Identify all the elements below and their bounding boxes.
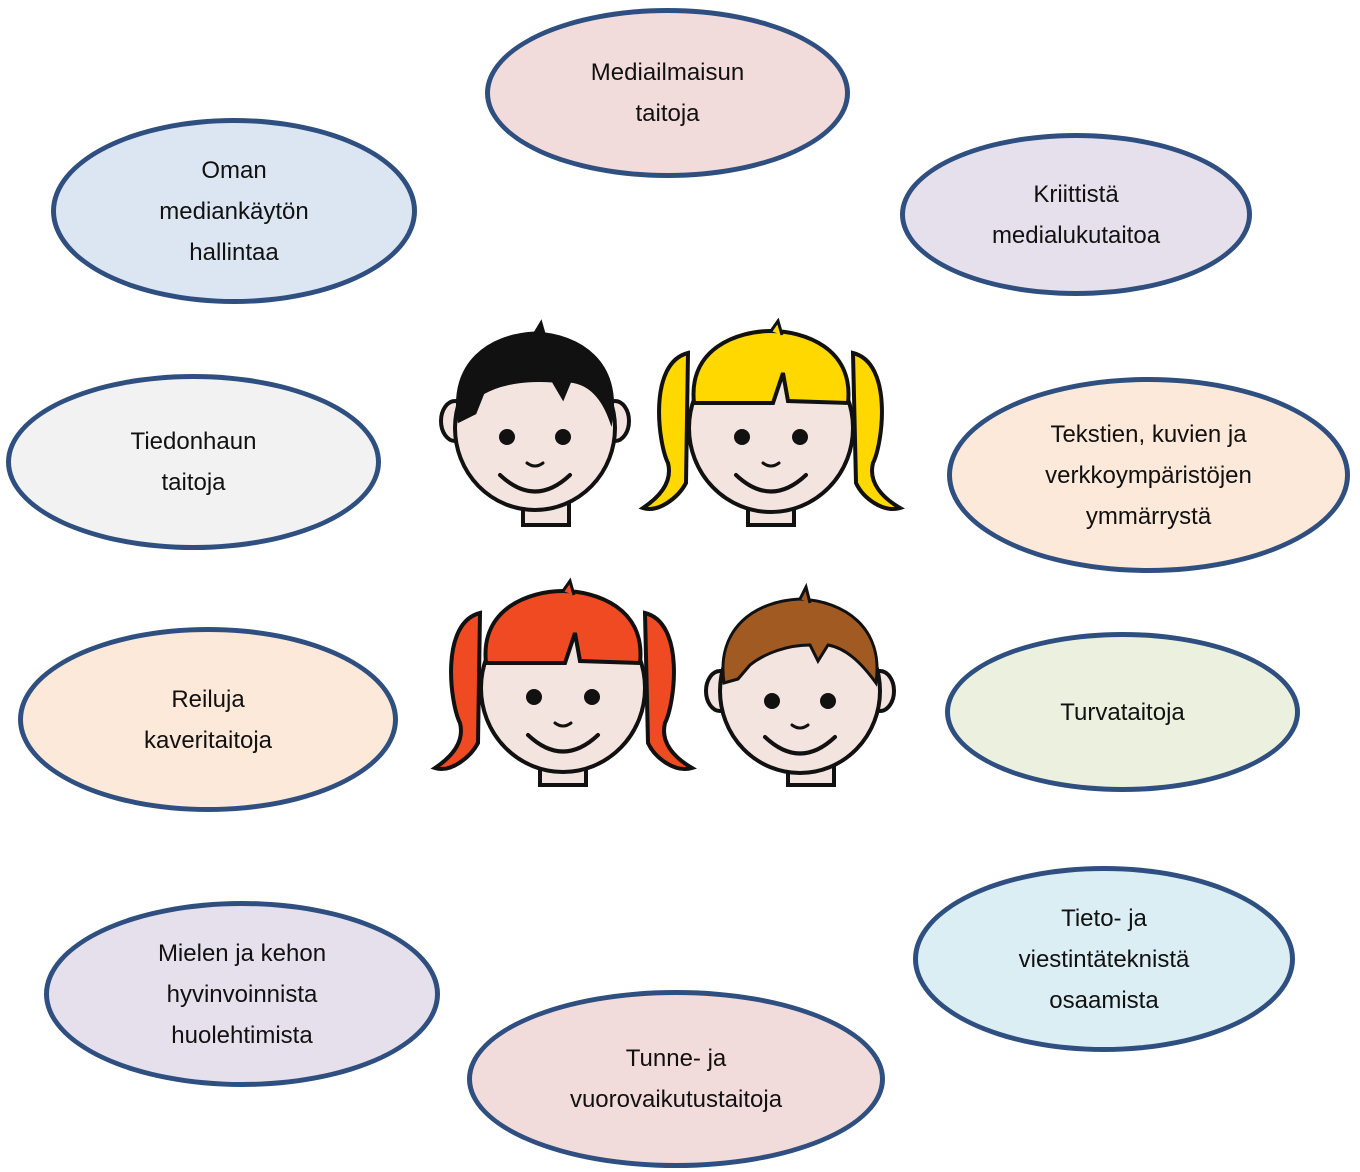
bubble-tiedonhaun: Tiedonhaun taitoja: [6, 374, 381, 550]
bubble-tekstien: Tekstien, kuvien ja verkkoympäristöjen y…: [947, 377, 1350, 573]
bubble-mediailmaisun: Mediailmaisun taitoja: [485, 8, 850, 178]
bubble-tekstien-text: Tekstien, kuvien ja verkkoympäristöjen y…: [1045, 420, 1252, 530]
boy-black-hair-icon: [439, 319, 631, 527]
bubble-oman: Oman mediankäytön hallintaa: [51, 118, 417, 304]
bubble-turvataitoja-text: Turvataitoja: [1060, 698, 1185, 726]
bubble-kriittista: Kriittistä medialukutaitoa: [900, 133, 1252, 296]
bubble-oman-text: Oman mediankäytön hallintaa: [159, 156, 309, 266]
bubble-turvataitoja: Turvataitoja: [945, 632, 1300, 792]
boy-brown-hair-icon: [704, 582, 896, 787]
bubble-mielen: Mielen ja kehon hyvinvoinnista huolehtim…: [44, 901, 440, 1087]
children-faces: [430, 318, 905, 787]
bubble-kriittista-text: Kriittistä medialukutaitoa: [991, 180, 1161, 249]
bubble-reiluja-text: Reiluja kaveritaitoja: [143, 685, 273, 754]
bubble-tiedonhaun-text: Tiedonhaun taitoja: [130, 428, 257, 496]
bubble-tieto: Tieto- ja viestintäteknistä osaamista: [913, 866, 1295, 1052]
bubble-tieto-text: Tieto- ja viestintäteknistä osaamista: [1018, 904, 1190, 1014]
bubble-mielen-text: Mielen ja kehon hyvinvoinnista huolehtim…: [157, 939, 327, 1049]
bubble-tunne-text: Tunne- ja vuorovaikutustaitoja: [569, 1045, 783, 1113]
bubble-tunne: Tunne- ja vuorovaikutustaitoja: [467, 990, 885, 1168]
girl-blonde-pigtails-icon: [638, 318, 905, 527]
girl-red-pigtails-icon: [430, 577, 697, 787]
bubble-mediailmaisun-text: Mediailmaisun taitoja: [590, 59, 745, 127]
bubble-reiluja: Reiluja kaveritaitoja: [18, 627, 398, 812]
